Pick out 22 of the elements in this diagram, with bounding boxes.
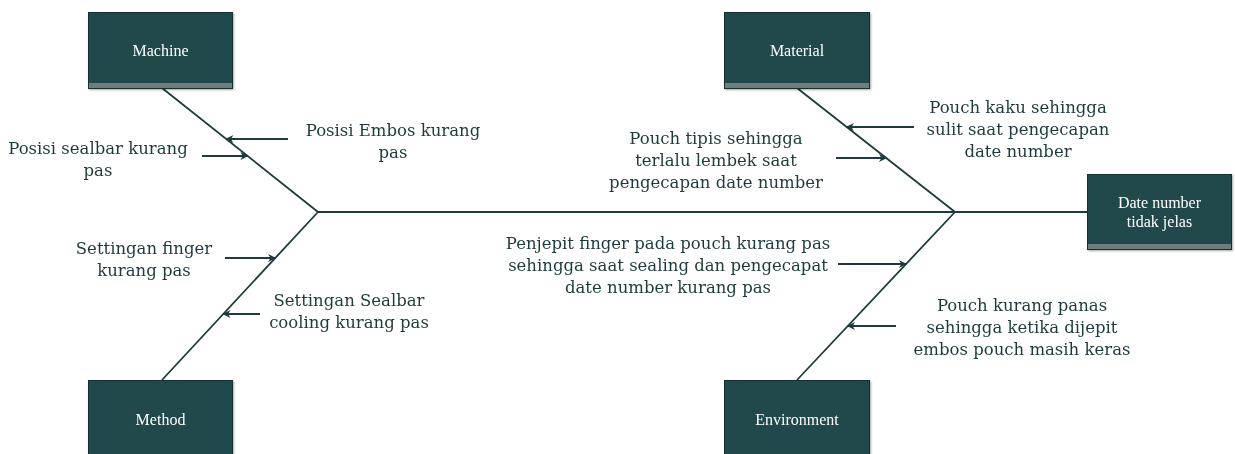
cause-text: Posisi sealbar kurang pas [0,138,196,182]
cause-arrow [222,310,261,318]
cause-arrow [201,152,249,160]
category-box: Environment [724,380,870,454]
cause-text: Penjepit finger pada pouch kurang pas sehingga saat sealing dan pengecapat date number kurang pas [504,233,832,299]
cause-text: Pouch kurang panas sehingga ketika dijepit embos pouch masih keras [902,295,1142,361]
cause-arrow [837,260,907,268]
effect-box: Date number tidak jelas [1087,174,1232,250]
cause-text: Settingan Sealbar cooling kurang pas [266,290,432,334]
cause-arrow [845,123,915,131]
cause-text: Pouch tipis sehingga terlalu lembek saat pengecapan date number [602,128,830,194]
category-box: Method [88,380,233,454]
cause-text: Pouch kaku sehingga sulit saat pengecapan date number [920,97,1116,163]
cause-arrow [846,322,897,330]
cause-text: Posisi Embos kurang pas [294,120,492,164]
spine-line [317,211,1088,213]
cause-arrow [224,254,277,262]
category-box: Material [724,12,870,89]
cause-arrow [835,154,888,162]
category-box: Machine [88,12,233,89]
cause-arrow [225,135,289,143]
cause-text: Settingan finger kurang pas [69,238,219,282]
